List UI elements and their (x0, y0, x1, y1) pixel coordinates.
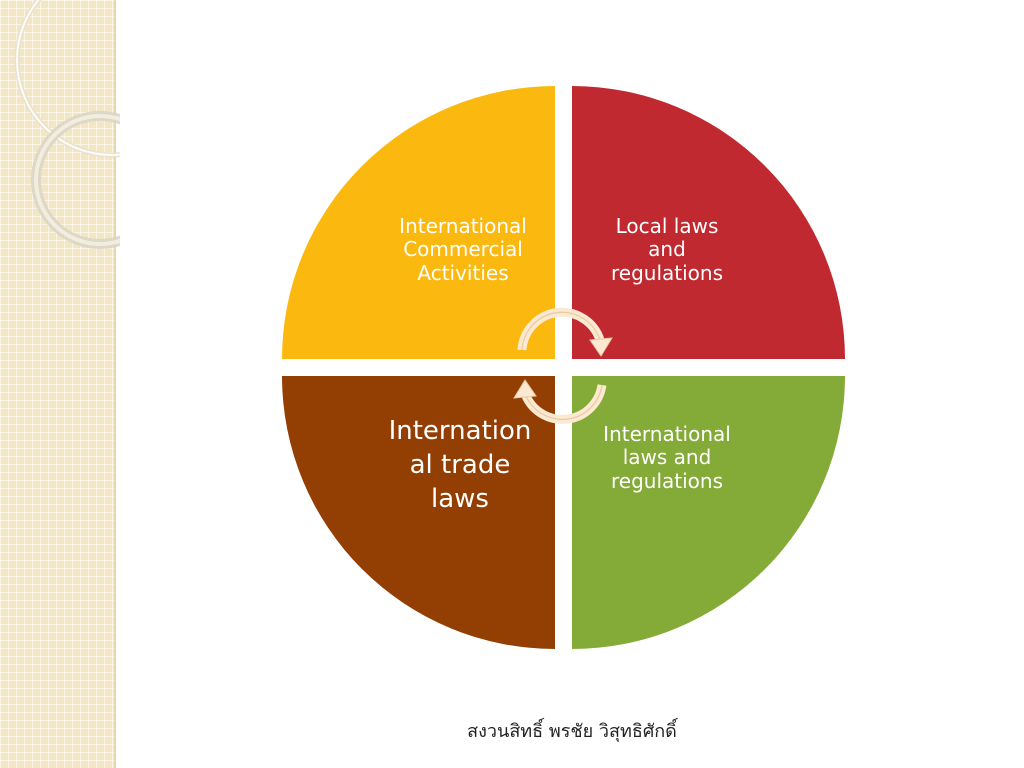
quadrant-bottom-left (282, 376, 555, 649)
cycle-arrow-top-outline (521, 311, 601, 351)
cycle-diagram-svg (282, 86, 845, 649)
quadrant-top-left-label: International Commercial Activities (399, 214, 527, 285)
cycle-arrows-icon (513, 307, 613, 424)
quadrant-top-right (572, 86, 845, 359)
quadrant-top-left (282, 86, 555, 359)
quadrant-bottom-right-label: International laws and regulations (603, 422, 731, 493)
quadrant-bottom-right (572, 376, 845, 649)
quadrant-top-right-label: Local laws and regulations (610, 214, 723, 285)
side-band-edge (114, 0, 116, 768)
cycle-arrow-top-head (589, 337, 613, 357)
cycle-arrow-bottom-outline (525, 384, 603, 420)
footer-copyright: สงวนสิทธิ์ พรชัย วิสุทธิศักดิ์ (467, 721, 677, 742)
cycle-diagram: International Commercial Activities Loca… (270, 78, 860, 672)
cycle-arrow-bottom-head (513, 379, 537, 399)
quadrant-bottom-left-label: Internation al trade laws (388, 416, 532, 514)
decorative-rings (14, 0, 120, 249)
